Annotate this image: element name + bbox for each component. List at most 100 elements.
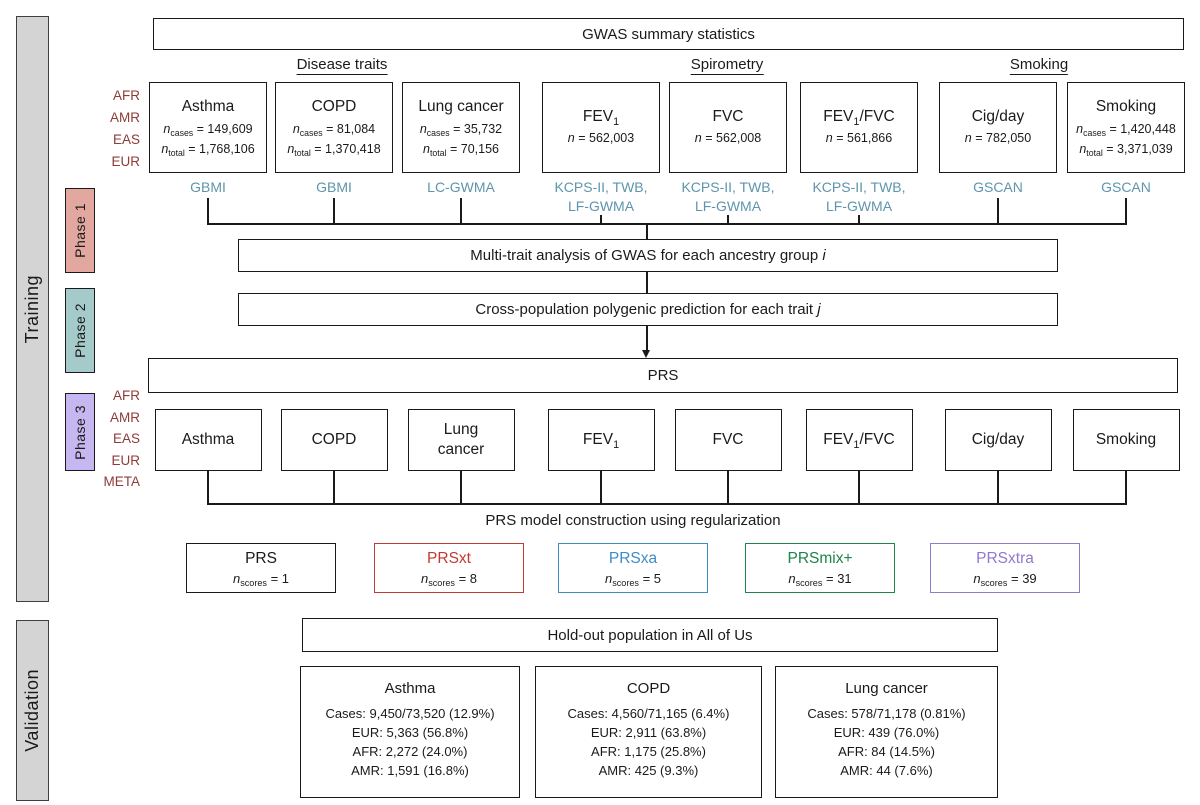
score-box-title-prsxa: PRSxa <box>608 550 658 567</box>
multitrait-to-crosspop-line <box>646 272 648 293</box>
score-box-title-prsmix: PRSmix+ <box>787 550 853 567</box>
cohort-title-copd: COPD <box>626 680 671 697</box>
training-stage-bar: Training <box>16 16 49 602</box>
crosspop-to-prs-arrow-line <box>646 326 648 352</box>
cohort-stat-copd-3: AMR: 425 (9.3%) <box>598 763 699 778</box>
holdout-population-box: Hold-out population in All of Us <box>302 618 998 652</box>
group-header-disease-traits: Disease traits <box>296 56 388 75</box>
gwas-trait-stat-asthma-0: ncases = 149,609 <box>163 121 253 138</box>
group-header-label-spirometry: Spirometry <box>690 56 764 75</box>
holdout-population-label: Hold-out population in All of Us <box>547 626 753 644</box>
group-header-spirometry: Spirometry <box>690 56 764 75</box>
prs-trait-box-fev1-fvc: FEV1/FVC <box>805 409 913 471</box>
ancestry-top-amr: AMR <box>110 110 140 125</box>
gwas-trait-stat-smoking-0: ncases = 1,420,448 <box>1076 121 1176 138</box>
score-box-count-prsmix: nscores = 31 <box>788 571 852 589</box>
gwas-trait-title-smoking: Smoking <box>1095 97 1157 115</box>
gwas-source-fvc: KCPS-II, TWB,LF-GWMA <box>681 179 775 214</box>
gwas-trait-stat-smoking-1: ntotal = 3,371,039 <box>1079 141 1173 158</box>
multi-trait-analysis-label: Multi-trait analysis of GWAS for each an… <box>470 247 826 264</box>
group-header-smoking: Smoking <box>1009 56 1069 75</box>
prs-trait-box-asthma: Asthma <box>154 409 262 471</box>
prs-trait-label-asthma: Asthma <box>181 431 235 448</box>
ancestry-top-eur: EUR <box>111 154 140 169</box>
gwas-source-cig-day: GSCAN <box>973 179 1023 195</box>
prs-trait-tick-lung-cancer <box>460 471 462 505</box>
gwas-trait-stat-fvc-0: n = 562,008 <box>694 131 762 145</box>
ancestry-top-eas: EAS <box>112 132 140 147</box>
prs-trait-label-fvc: FVC <box>712 431 744 448</box>
score-box-prsmix: PRSmix+ nscores = 31 <box>745 543 895 593</box>
gwas-trait-stat-copd-0: ncases = 81,084 <box>292 121 376 138</box>
prs-trait-box-fvc: FVC <box>674 409 782 471</box>
cohort-stat-asthma-0: Cases: 9,450/73,520 (12.9%) <box>325 706 495 721</box>
validation-stage-label: Validation <box>22 669 42 752</box>
gwas-source-asthma: GBMI <box>190 179 226 195</box>
ancestry-phase3-meta: META <box>103 474 141 489</box>
bracket-to-multitrait-line <box>646 223 648 239</box>
gwas-summary-box: GWAS summary statistics <box>153 18 1184 50</box>
gwas-source-lung-cancer: LC-GWMA <box>427 179 495 195</box>
prs-trait-tick-asthma <box>207 471 209 505</box>
cohort-title-lung-cancer: Lung cancer <box>845 680 928 697</box>
cohort-stat-lung-cancer-3: AMR: 44 (7.6%) <box>840 763 933 778</box>
source-tick-asthma <box>207 198 209 225</box>
prs-label: PRS <box>647 367 679 384</box>
gwas-trait-title-fev1: FEV1 <box>582 108 620 128</box>
prs-trait-label-smoking: Smoking <box>1095 431 1157 448</box>
gwas-trait-title-asthma: Asthma <box>181 97 235 115</box>
prs-trait-tick-smoking <box>1125 471 1127 505</box>
score-box-prsxa: PRSxa nscores = 5 <box>558 543 708 593</box>
phase-bar-2: Phase 2 <box>65 288 95 373</box>
cohort-stat-asthma-1: EUR: 5,363 (56.8%) <box>351 725 469 740</box>
source-tick-fvc <box>727 215 729 225</box>
group-header-label-disease-traits: Disease traits <box>296 56 388 75</box>
gwas-trait-stat-cig-day-0: n = 782,050 <box>964 131 1032 145</box>
prs-trait-box-smoking: Smoking <box>1072 409 1180 471</box>
cohort-stat-lung-cancer-2: AFR: 84 (14.5%) <box>838 744 935 759</box>
validation-stage-bar: Validation <box>16 620 49 801</box>
cohort-stat-copd-2: AFR: 1,175 (25.8%) <box>591 744 706 759</box>
score-box-count-prsxa: nscores = 5 <box>604 571 662 589</box>
gwas-trait-box-smoking: Smoking ncases = 1,420,448 ntotal = 3,371,… <box>1067 82 1185 173</box>
score-box-prsxtra: PRSxtra nscores = 39 <box>930 543 1080 593</box>
prs-trait-box-copd: COPD <box>280 409 388 471</box>
training-stage-label: Training <box>22 274 42 344</box>
phase-bar-1: Phase 1 <box>65 188 95 273</box>
score-box-title-prsxtra: PRSxtra <box>976 550 1034 567</box>
source-tick-copd <box>333 198 335 225</box>
prs-box: PRS <box>148 358 1178 393</box>
multi-trait-analysis-box: Multi-trait analysis of GWAS for each an… <box>238 239 1058 272</box>
source-tick-cig-day <box>997 198 999 225</box>
gwas-summary-label: GWAS summary statistics <box>582 25 755 43</box>
gwas-source-fev1: KCPS-II, TWB,LF-GWMA <box>554 179 648 214</box>
cross-population-box: Cross-population polygenic prediction fo… <box>238 293 1058 326</box>
cohort-stat-asthma-3: AMR: 1,591 (16.8%) <box>351 763 469 778</box>
prs-trait-label-copd: COPD <box>311 431 357 448</box>
gwas-trait-title-lung-cancer: Lung cancer <box>418 97 504 115</box>
score-box-count-prsxtra: nscores = 39 <box>973 571 1037 589</box>
gwas-trait-box-fev1: FEV1 n = 562,003 <box>542 82 660 173</box>
score-box-title-prs: PRS <box>245 550 277 567</box>
prs-construction-label: PRS model construction using regularizat… <box>485 512 781 529</box>
gwas-source-smoking: GSCAN <box>1101 179 1151 195</box>
crosspop-to-prs-arrowhead <box>642 350 651 358</box>
score-box-count-prs: nscores = 1 <box>232 571 290 589</box>
phase-bar-label-2: Phase 2 <box>72 303 88 358</box>
source-tick-fev1 <box>600 215 602 225</box>
gwas-trait-stat-fev1-0: n = 562,003 <box>567 131 635 145</box>
prs-trait-tick-fev1-fvc <box>858 471 860 505</box>
prs-trait-tick-fvc <box>727 471 729 505</box>
source-tick-lung-cancer <box>460 198 462 225</box>
group-header-label-smoking: Smoking <box>1009 56 1069 75</box>
gwas-trait-stat-lung-cancer-0: ncases = 35,732 <box>419 121 503 138</box>
source-tick-smoking <box>1125 198 1127 225</box>
